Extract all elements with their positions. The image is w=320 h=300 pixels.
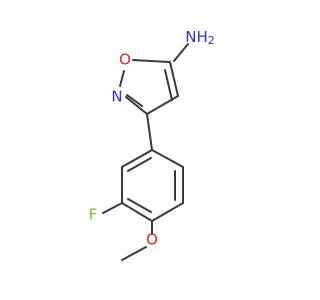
bond-o-c5 [132,59,170,63]
bond-c5-c4 [169,61,179,97]
bond-ar6-ar1-inner [127,157,152,172]
bond-c3-n-inner [126,94,143,107]
bond-c5-c4-inner [164,69,173,101]
structure-diagram: NH2 O N F O [88,27,215,261]
bond-ar4-ar5-inner [127,198,152,213]
bond-ar3-ar4 [151,202,184,222]
bond-ar4-ar5 [121,202,153,222]
bond-c4-c3 [146,95,179,115]
amine-label: NH2 [185,28,215,48]
bond-ar6-ar1 [121,149,153,168]
bond-ar5-f [102,202,123,214]
fluorine-label: F [89,206,98,224]
ring-oxygen-label: O [119,51,131,69]
bond-c3-aryl [146,113,153,151]
methoxy-oxygen-label: O [146,231,158,249]
bond-ar1-ar2 [151,149,184,168]
bond-c3-n [125,96,148,115]
bond-o-ch3 [121,246,147,261]
bond-n-o [119,70,125,87]
bond-c5-nh2 [173,43,189,62]
ring-nitrogen-label: N [111,88,122,106]
